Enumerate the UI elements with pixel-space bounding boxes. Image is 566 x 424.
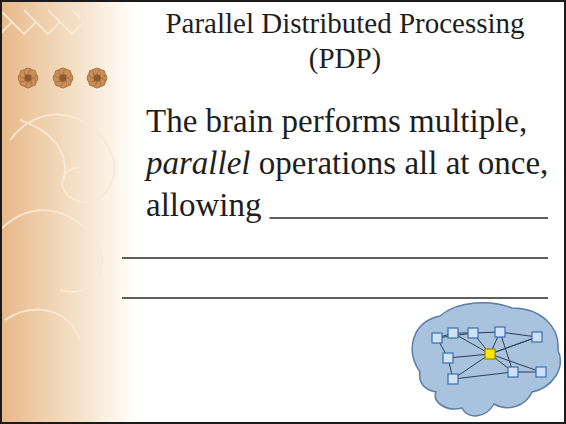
title-text: Parallel Distributed Processing (PDP) xyxy=(165,7,524,74)
slide-body: The brain performs multiple, parallel op… xyxy=(146,100,554,226)
blank-line xyxy=(122,257,548,258)
emphasized-word: parallel xyxy=(146,145,251,181)
slide-title: Parallel Distributed Processing (PDP) xyxy=(130,6,560,76)
blank-line xyxy=(122,297,548,298)
body-text: The brain performs multiple, xyxy=(146,103,527,139)
blank-line xyxy=(269,217,548,218)
